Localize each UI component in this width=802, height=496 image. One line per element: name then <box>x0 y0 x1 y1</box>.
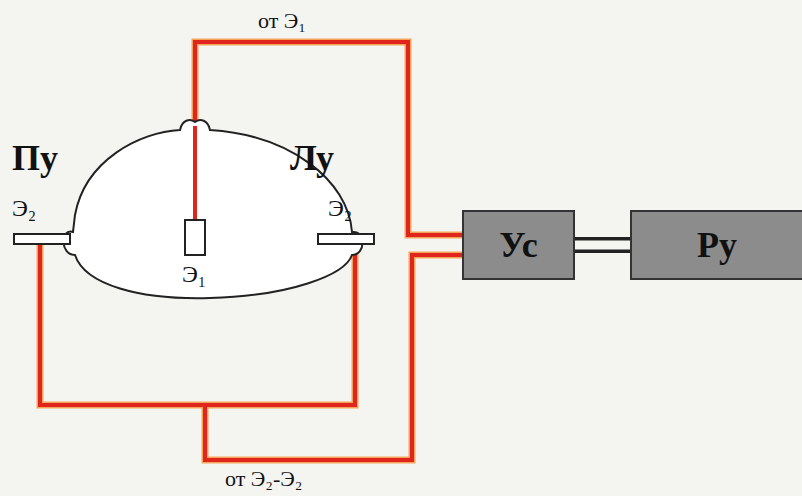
electrode-e2-left <box>14 234 70 244</box>
figure-label: Э₂ <box>12 196 36 220</box>
double-link <box>575 237 630 253</box>
electrode-e1 <box>185 220 205 255</box>
block-box: Ус <box>462 210 575 280</box>
figure-label: Лу <box>290 140 334 176</box>
electrode-e2-right <box>318 234 374 244</box>
figure-label: от Э₁ <box>258 10 306 32</box>
block-label: Ру <box>697 224 737 266</box>
red-wires <box>40 42 462 460</box>
double-link-gap <box>575 241 630 250</box>
block-box: Ру <box>630 210 802 280</box>
head-wire <box>193 126 197 220</box>
figure-label: Пу <box>12 140 58 176</box>
figure-label: Э₂ <box>328 196 352 220</box>
figure-label: от Э₂-Э₂ <box>225 468 303 490</box>
figure-label: Э₁ <box>182 262 206 286</box>
block-label: Ус <box>499 224 538 266</box>
head-outline <box>63 120 362 298</box>
